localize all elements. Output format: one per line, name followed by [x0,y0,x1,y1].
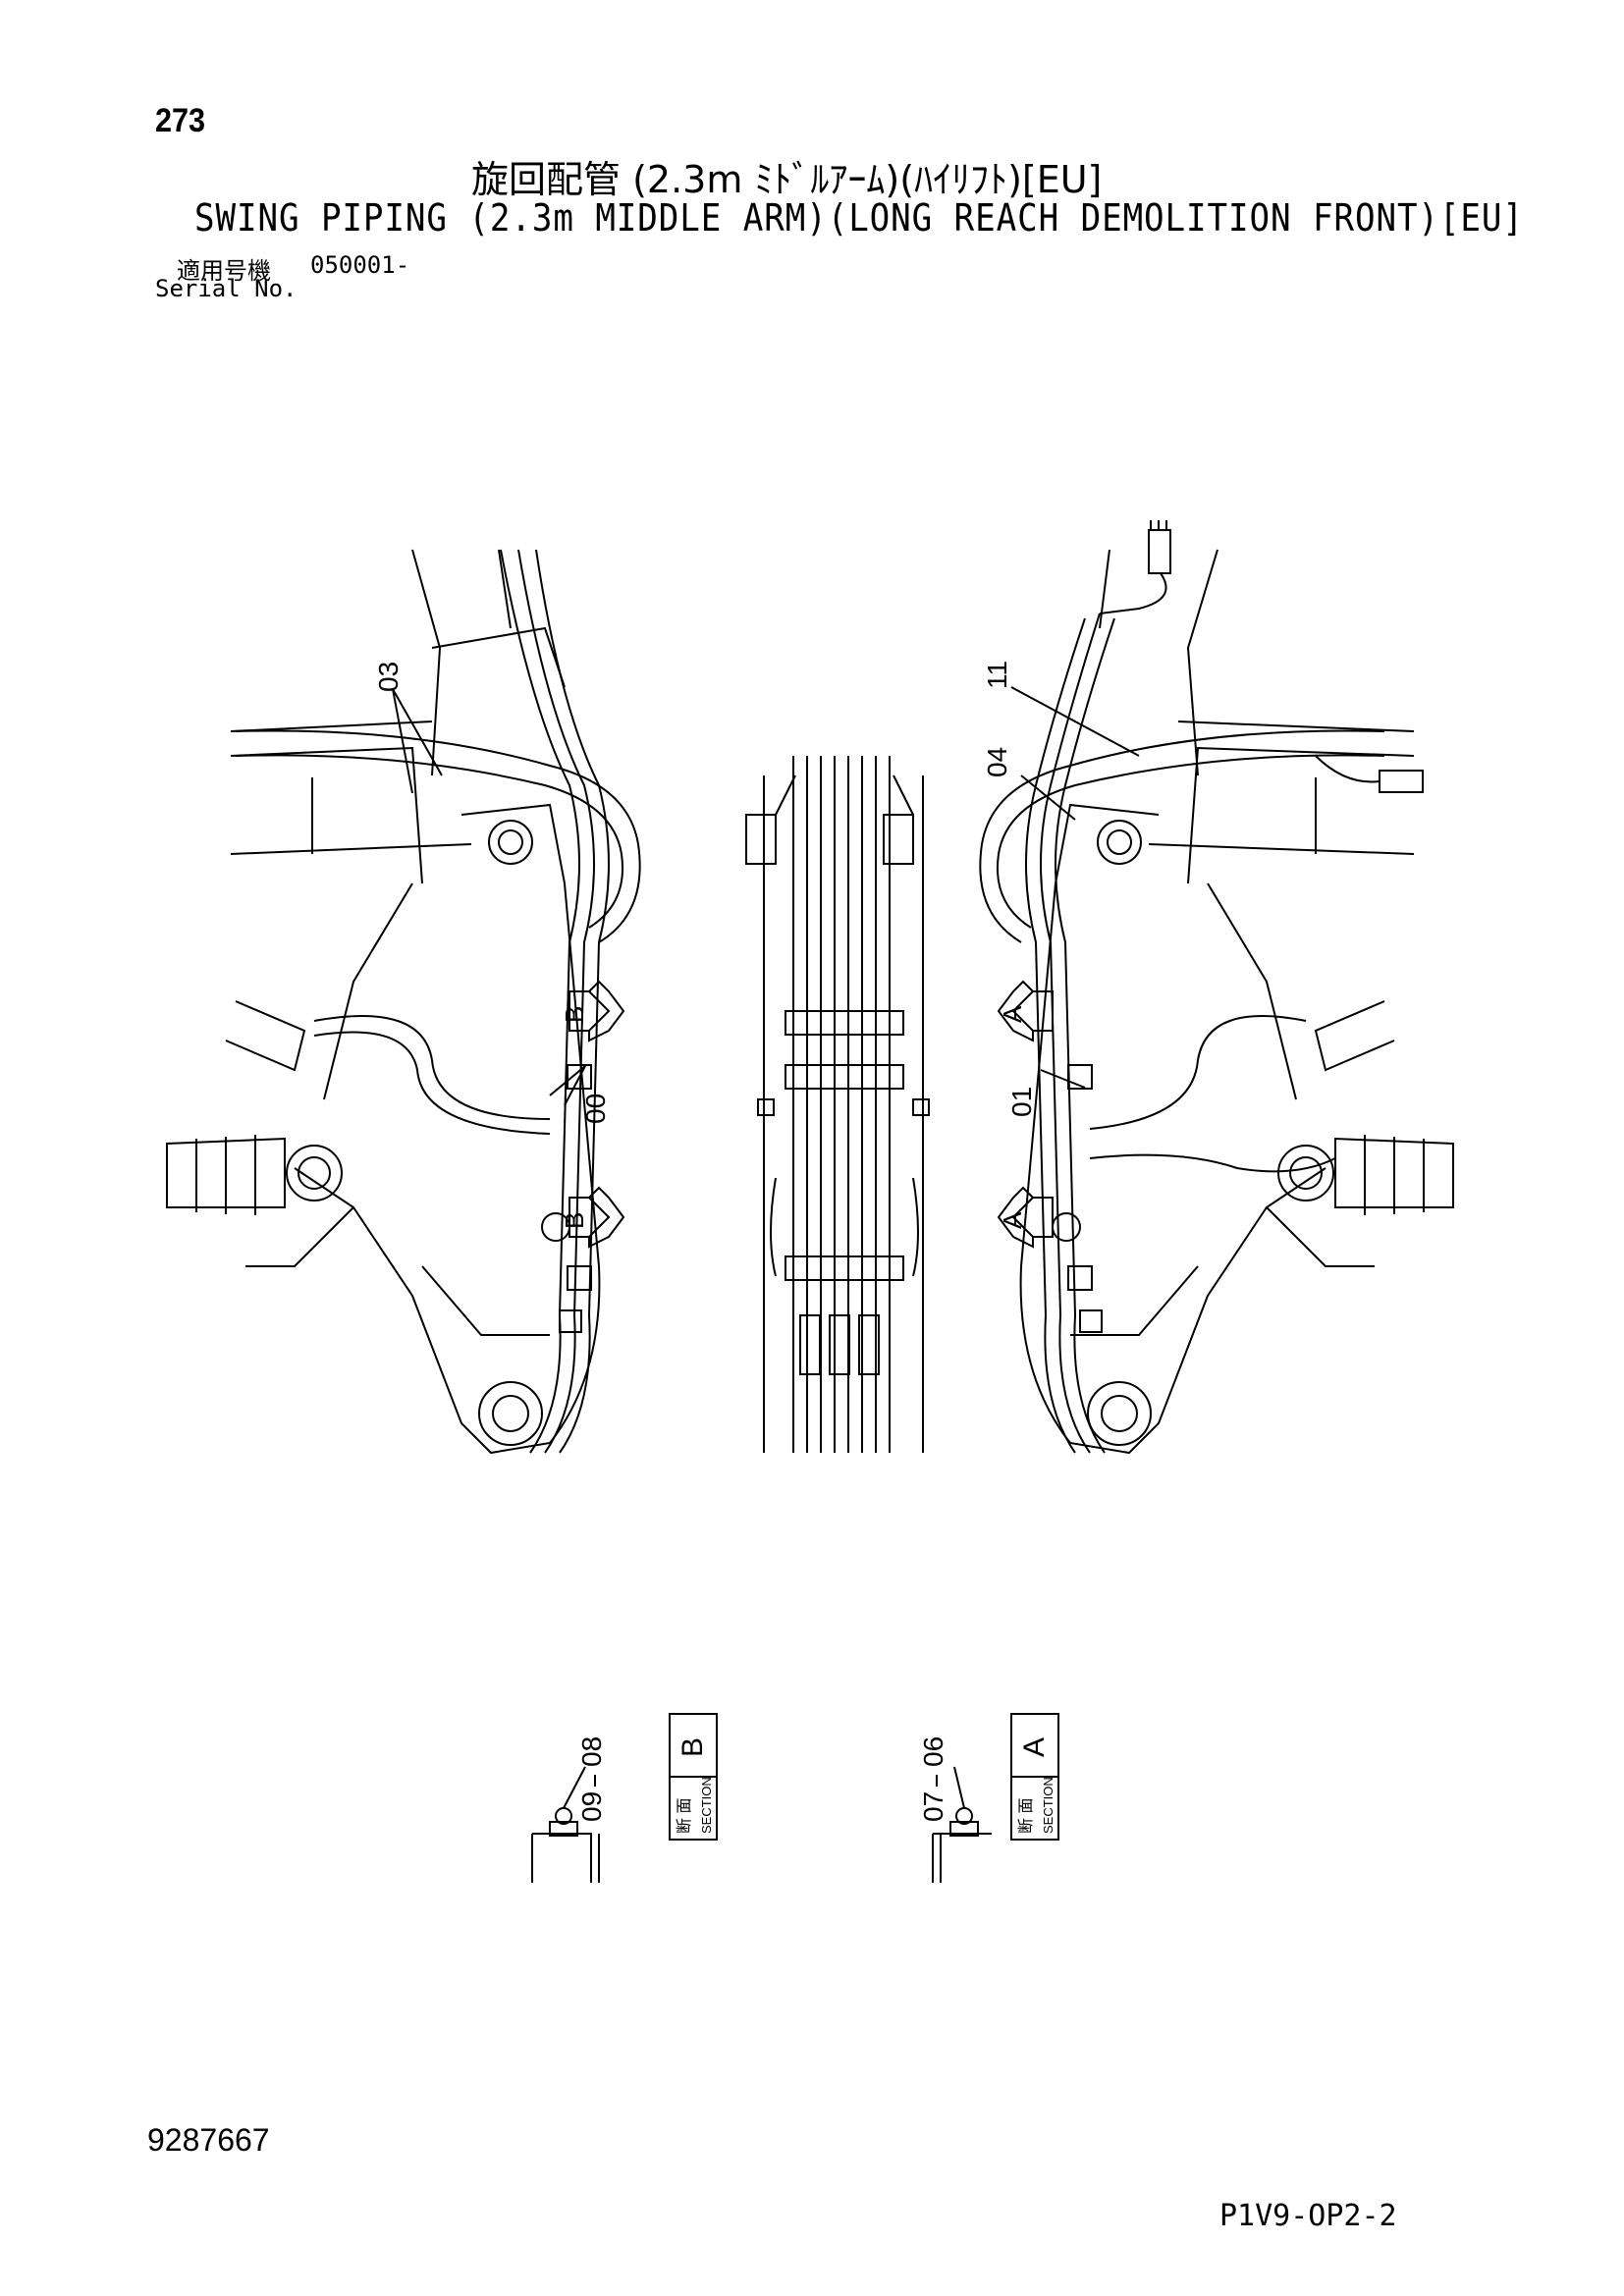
section-marker-b-lower: B [560,1212,589,1229]
section-b-part-09: 09 [576,1791,607,1822]
callout-00: 00 [580,1094,611,1124]
section-a-letter: A [1018,1737,1051,1757]
callout-04: 04 [982,747,1012,777]
title-japanese: 旋回配管 (2.3m ﾐﾄﾞﾙｱｰﾑ)(ﾊｲﾘﾌﾄ)[EU] [471,158,1103,201]
page-number: 273 [155,102,206,139]
section-b-label-en: SECTION [699,1777,714,1834]
section-a-part-07: 07 [918,1791,948,1822]
section-marker-a-lower: A [998,1211,1027,1229]
callout-11: 11 [982,661,1012,689]
section-a-detail: A 断 面 SECTION 06 07 [918,1713,1059,1883]
section-a-label-en: SECTION [1041,1777,1056,1834]
callout-03: 03 [373,662,404,692]
title-english: SWING PIPING (2.3m MIDDLE ARM)(LONG REAC… [194,196,1524,240]
section-a-part-06: 06 [918,1736,948,1767]
section-b-detail: B 断 面 SECTION 08 09 [531,1713,718,1883]
section-b-letter: B [677,1737,709,1757]
sheet-code: P1V9-OP2-2 [1219,2199,1397,2233]
serial-label-japanese: 適用号機 [177,257,271,285]
drawing-number: 9287667 [147,2122,270,2158]
section-b-part-08: 08 [576,1736,607,1767]
section-marker-a-upper: A [998,1005,1027,1023]
callout-01: 01 [1006,1087,1037,1117]
center-arm-view [745,756,930,1453]
right-arm-view: A A 11 04 01 [979,520,1454,1455]
section-b-label-ja: 断 面 [676,1798,693,1834]
serial-label-english: Serial No. [155,275,298,302]
section-a-label-ja: 断 面 [1017,1798,1035,1834]
serial-number-value: 050001- [310,251,410,279]
left-arm-view: B B 03 00 [166,549,641,1455]
section-marker-b-upper: B [560,1006,589,1023]
